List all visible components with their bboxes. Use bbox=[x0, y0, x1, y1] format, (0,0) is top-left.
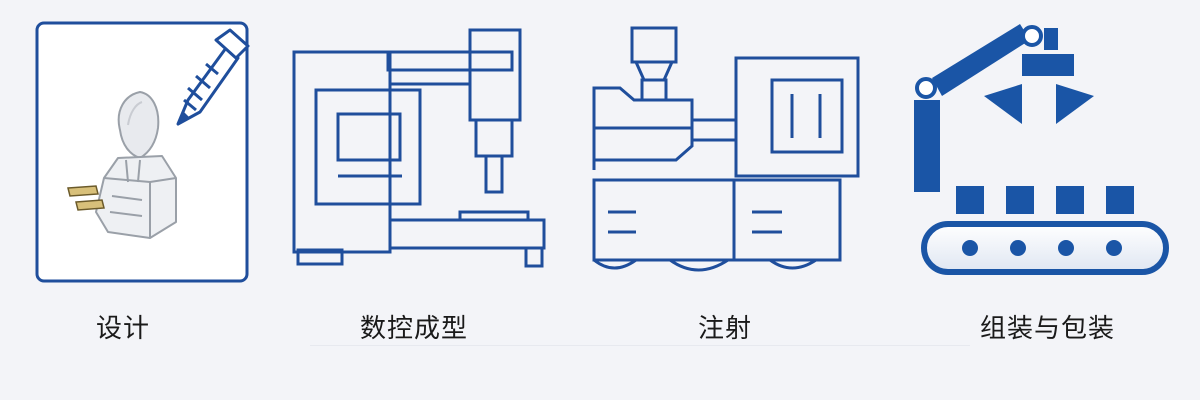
step-label: 数控成型 bbox=[360, 314, 469, 344]
step-assembly: 组装与包装 bbox=[880, 0, 1200, 400]
assembly-packaging-robot-icon bbox=[914, 24, 1169, 275]
divider bbox=[310, 345, 970, 346]
step-injection: 注射 bbox=[580, 0, 880, 400]
design-pencil-nightlight-icon bbox=[35, 21, 250, 283]
step-cnc: 数控成型 bbox=[280, 0, 570, 400]
cnc-machine-icon bbox=[292, 28, 546, 268]
step-label: 设计 bbox=[96, 314, 151, 344]
step-label: 组装与包装 bbox=[980, 314, 1116, 344]
step-label: 注射 bbox=[698, 314, 753, 344]
step-design: 设计 bbox=[0, 0, 300, 400]
injection-molding-machine-icon bbox=[592, 26, 860, 272]
